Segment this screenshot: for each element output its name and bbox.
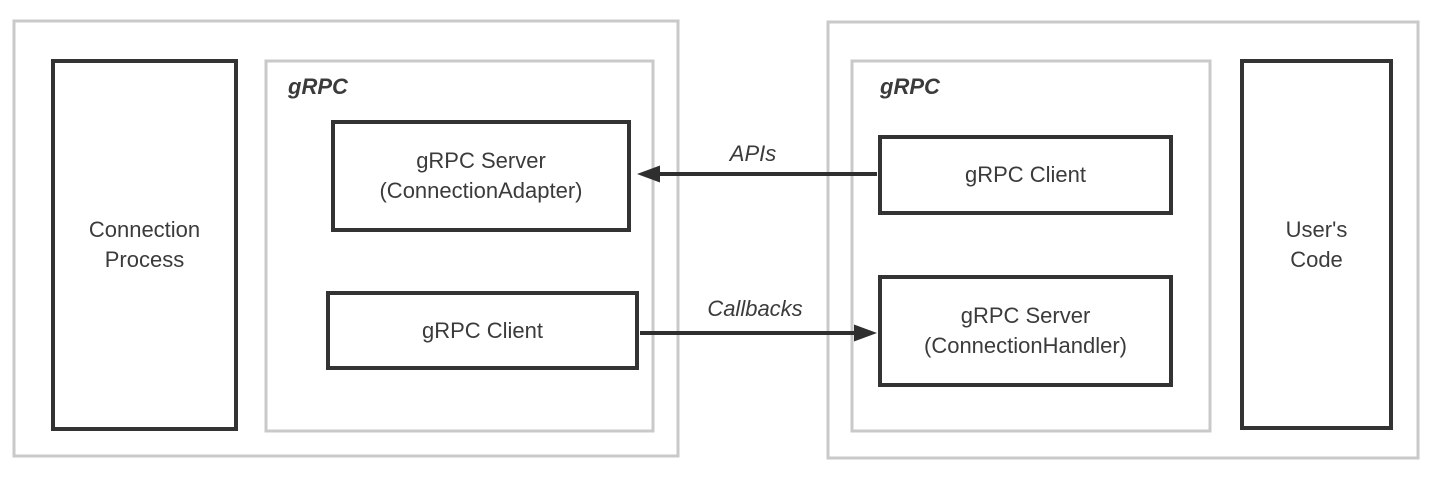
callbacks-arrowhead-right-icon	[854, 324, 877, 342]
right-grpc-group-label: gRPC	[880, 74, 940, 99]
left-grpc-client-box: gRPC Client	[326, 291, 639, 370]
connection-process-label: Connection Process	[88, 217, 201, 272]
connection-process-box: Connection Process	[51, 59, 238, 431]
left-process-boundary	[12, 19, 680, 458]
apis-arrow	[637, 165, 877, 183]
callbacks-arrow	[640, 324, 877, 342]
apis-arrowhead-left-icon	[637, 165, 660, 183]
callbacks-arrow-label: Callbacks	[707, 296, 803, 321]
users-code-box: User's Code	[1240, 59, 1393, 430]
right-grpc-boundary	[850, 59, 1212, 433]
left-grpc-client-label: gRPC Client	[421, 317, 544, 343]
right-grpc-client-label: gRPC Client	[964, 162, 1087, 187]
right-process-boundary	[826, 20, 1420, 460]
grpc-server-connection-handler-box: gRPC Server (ConnectionHandler)	[878, 275, 1173, 387]
grpc-server-connection-adapter-label: gRPC Server (ConnectionAdapter)	[379, 148, 583, 203]
apis-arrow-label: APIs	[729, 141, 777, 166]
users-code-label: User's Code	[1285, 216, 1348, 272]
left-grpc-group-label: gRPC	[288, 74, 348, 99]
right-grpc-client-box: gRPC Client	[878, 135, 1173, 215]
grpc-server-connection-handler-label: gRPC Server (ConnectionHandler)	[924, 303, 1127, 358]
left-grpc-boundary	[264, 59, 655, 433]
grpc-server-connection-adapter-box: gRPC Server (ConnectionAdapter)	[331, 120, 631, 232]
